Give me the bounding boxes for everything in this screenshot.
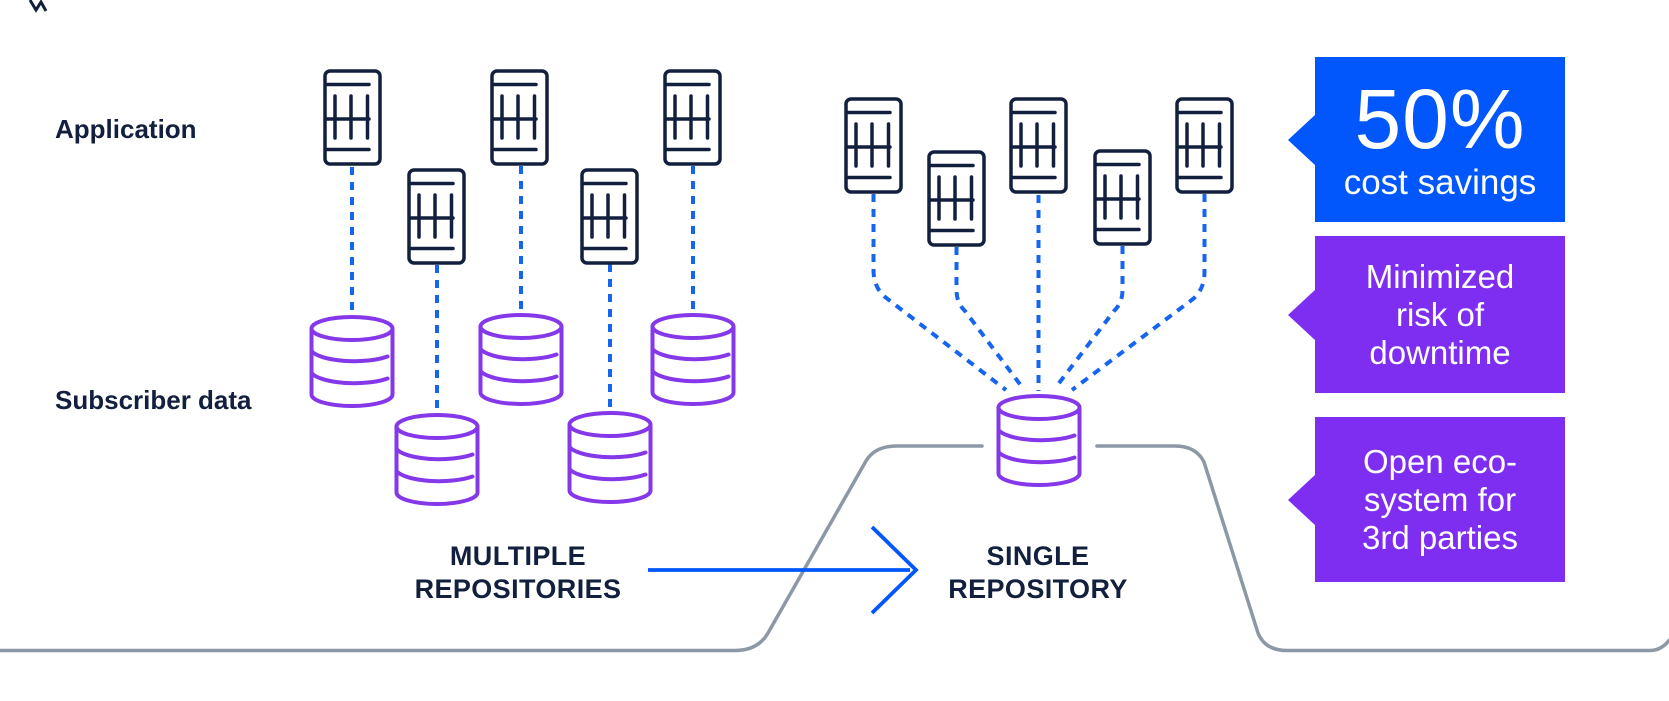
transition-right-arrow-icon: [648, 525, 919, 615]
right-connectors: [871, 194, 1207, 392]
callout-text-line: downtime: [1369, 333, 1511, 371]
connector-dashed-line: [871, 194, 1008, 392]
baseline-plateau-left: [0, 444, 984, 653]
callout-text-line: Minimized: [1365, 257, 1515, 295]
application-device-icon: [1175, 97, 1234, 194]
application-row-label: Application: [55, 114, 197, 144]
application-device-icon: [490, 69, 549, 166]
database-cylinder-icon: [478, 313, 564, 406]
callout-text-line: risk of: [1395, 295, 1484, 333]
database-cylinder-icon: [567, 411, 653, 504]
callout-minimized-risk: Minimized risk of downtime: [1288, 236, 1565, 393]
application-device-icon: [407, 168, 466, 265]
subscriber-data-row-label: Subscriber data: [55, 385, 252, 415]
application-device-icon: [663, 69, 722, 166]
single-repository-caption: SINGLE REPOSITORY: [878, 540, 1198, 606]
cropped-edge-artifact: [28, 0, 48, 13]
callout-pointer-icon: [1288, 473, 1316, 526]
connector-dashed-line: [1070, 194, 1207, 392]
callout-open-ecosystem: Open eco- system for 3rd parties: [1288, 417, 1565, 582]
callout-pointer-icon: [1288, 113, 1316, 166]
database-cylinder-icon: [309, 315, 395, 408]
application-device-icon: [927, 150, 986, 247]
database-cylinder-icon: [394, 413, 480, 506]
callout-cost-savings: 50% cost savings: [1288, 57, 1565, 222]
single-repository-cylinder-icon: [996, 394, 1082, 487]
baseline-plateau-right: [1095, 444, 1669, 653]
caption-line: MULTIPLE: [449, 541, 587, 571]
connector-dashed-line: [1054, 246, 1125, 389]
application-device-icon: [580, 168, 639, 265]
application-device-icon: [323, 69, 382, 166]
multiple-repositories-caption: MULTIPLE REPOSITORIES: [358, 540, 678, 606]
caption-line: REPOSITORY: [948, 574, 1128, 604]
caption-line: SINGLE: [986, 541, 1090, 571]
callout-text-line: system for: [1363, 480, 1517, 518]
callout-text-line: 3rd parties: [1362, 518, 1518, 556]
callout-text-line: Open eco-: [1362, 442, 1518, 480]
connector-dashed-line: [954, 247, 1024, 389]
callout-pointer-icon: [1288, 288, 1316, 341]
left-connectors: [350, 166, 695, 414]
callout-subtext: cost savings: [1343, 162, 1537, 202]
right-application-icons: [844, 97, 1234, 247]
application-device-icon: [1093, 149, 1152, 246]
callout-headline: 50%: [1354, 71, 1526, 166]
caption-line: REPOSITORIES: [414, 574, 622, 604]
application-device-icon: [844, 97, 903, 194]
application-device-icon: [1009, 97, 1068, 194]
multiple-repository-icons: [309, 313, 736, 506]
database-cylinder-icon: [650, 313, 736, 406]
